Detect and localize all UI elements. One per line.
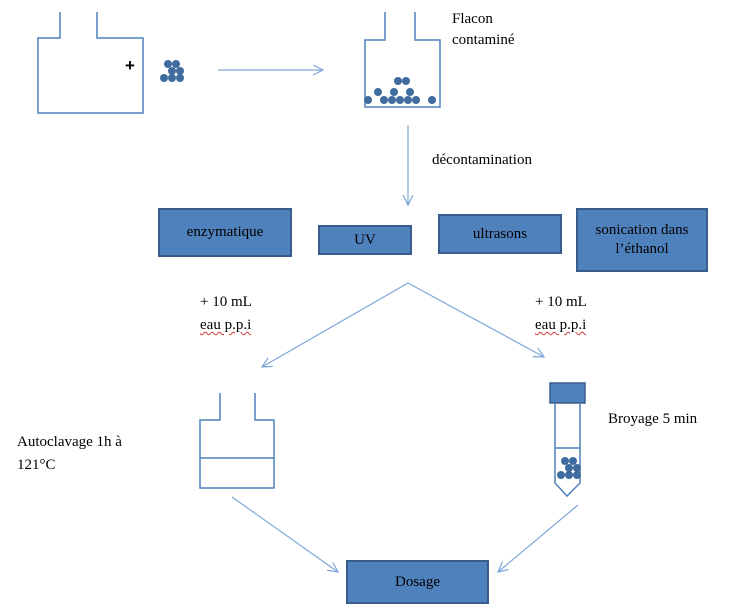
left-add-line1-text: + 10 mL — [200, 294, 252, 310]
contaminated-particles-icon — [364, 77, 436, 104]
left-add-line2: eau p.p.i — [200, 316, 251, 335]
method-enzymatique-label: enzymatique — [186, 224, 264, 240]
right-add-line1: + 10 mL — [535, 293, 587, 312]
autoclave-label-line2: 121°C — [17, 457, 56, 473]
autoclave-label-line1: Autoclavage 1h à — [17, 434, 122, 450]
dosage-label: Dosage — [395, 573, 440, 590]
arrow-split-right — [407, 282, 544, 357]
method-sonication-line1: sonication dans — [595, 222, 689, 238]
right-add-line1-text: + 10 mL — [535, 294, 587, 310]
arrow-split-left — [262, 282, 409, 367]
right-add-line2-text: eau p.p.i — [535, 317, 587, 333]
method-sonication: sonication dans l’éthanol — [576, 208, 708, 272]
dosage-box: Dosage — [346, 560, 489, 604]
method-ultrasons: ultrasons — [438, 214, 562, 254]
method-ultrasons-label: ultrasons — [472, 225, 528, 242]
plus-sign: + — [125, 56, 135, 75]
flask-label-line2: contaminé — [452, 32, 515, 48]
method-uv-label: UV — [354, 231, 376, 248]
method-sonication-line2: l’éthanol — [615, 241, 669, 257]
autoclave-flask-icon — [199, 393, 275, 489]
particle-cluster-icon — [160, 60, 184, 82]
right-add-line2: eau p.p.i — [535, 316, 586, 335]
left-add-line1: + 10 mL — [200, 293, 252, 312]
method-enzymatique: enzymatique — [158, 208, 292, 257]
empty-flask-icon — [37, 12, 144, 114]
decontamination-label: décontamination — [432, 152, 532, 168]
arrow-broyage-dosage — [498, 504, 579, 572]
method-uv: UV — [318, 225, 412, 255]
flask-label-line1: Flacon — [452, 11, 493, 27]
centrifuge-tube-icon — [549, 382, 586, 498]
left-add-line2-text: eau p.p.i — [200, 317, 252, 333]
contaminated-flask-icon — [364, 12, 441, 108]
broyage-label: Broyage 5 min — [608, 411, 698, 427]
arrow-autoclave-dosage — [231, 496, 338, 572]
